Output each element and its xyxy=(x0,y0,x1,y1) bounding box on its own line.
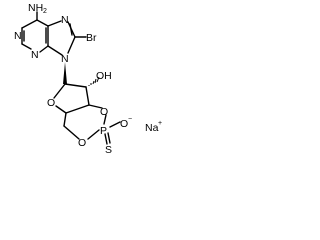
sodium-label: Na xyxy=(145,122,159,134)
bond xyxy=(55,105,67,114)
atom-n9: N xyxy=(61,53,69,65)
bond xyxy=(104,133,108,145)
bond xyxy=(63,112,67,127)
hashed-bond xyxy=(88,76,100,86)
bond xyxy=(63,125,80,140)
atom-sulfur: S xyxy=(105,144,112,156)
bond xyxy=(87,129,100,140)
wedge-bond xyxy=(63,62,67,84)
atom-phosphorus: P xyxy=(100,125,107,137)
hash-line xyxy=(92,80,95,85)
bond xyxy=(21,43,32,50)
atom-o-minus: O xyxy=(120,118,128,130)
bond xyxy=(39,45,49,53)
bond xyxy=(64,83,87,88)
bond xyxy=(109,121,121,128)
bond xyxy=(107,132,111,144)
bond xyxy=(88,104,103,109)
bond xyxy=(53,83,66,99)
bond xyxy=(67,36,76,54)
atom-n1: N xyxy=(14,30,22,42)
bond xyxy=(103,114,107,125)
bond xyxy=(21,19,38,29)
atom-br: Br xyxy=(86,32,97,44)
negative-charge: − xyxy=(128,116,132,123)
atom-o3-prime: O xyxy=(100,106,108,118)
hydroxyl-label: OH xyxy=(96,70,112,82)
bond xyxy=(69,23,73,36)
atom-labels: NH 2 N N N N Br OH O O O P O − S Na + xyxy=(14,2,162,156)
atom-n3: N xyxy=(31,49,39,61)
bond xyxy=(47,45,63,56)
bond xyxy=(85,86,90,106)
structure-diagram: NH 2 N N N N Br OH O O O P O − S Na + xyxy=(14,2,162,156)
bond xyxy=(36,19,49,27)
hash-line xyxy=(94,78,97,84)
hash-line xyxy=(96,76,100,83)
bonds xyxy=(21,11,121,145)
amino-label: NH xyxy=(28,2,43,14)
atom-ring-oxygen: O xyxy=(47,97,55,109)
atom-n7: N xyxy=(61,14,69,26)
bond xyxy=(47,20,62,27)
atom-o5-prime: O xyxy=(78,137,86,149)
amino-subscript: 2 xyxy=(43,8,47,15)
bond xyxy=(65,104,90,114)
positive-charge: + xyxy=(158,120,162,127)
